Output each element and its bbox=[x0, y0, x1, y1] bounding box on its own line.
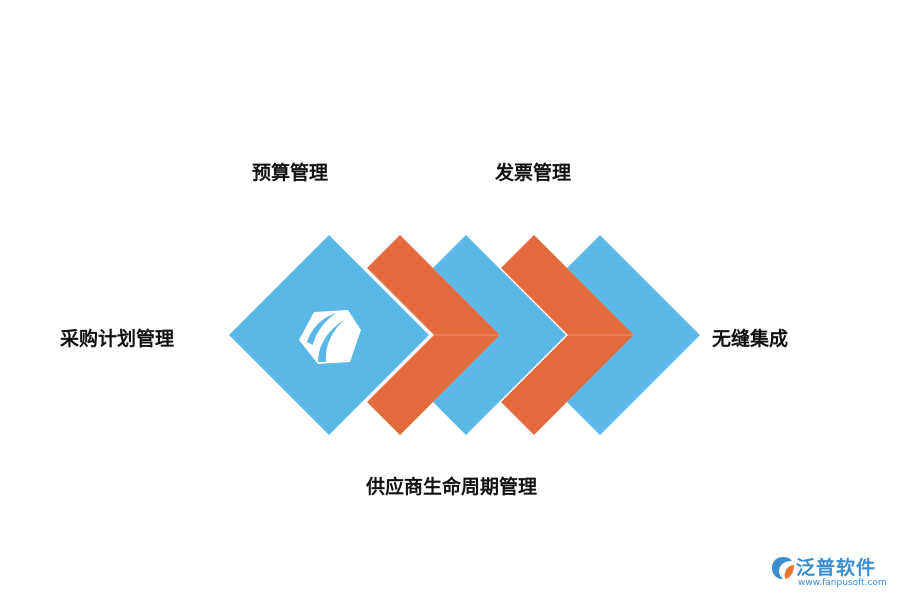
brand-logo-icon bbox=[772, 557, 794, 579]
chevron-blue-2 bbox=[567, 235, 700, 435]
chevron-blue-1 bbox=[433, 235, 566, 435]
chevron-orange-1 bbox=[367, 235, 500, 435]
label-seamless-integration: 无缝集成 bbox=[712, 328, 789, 350]
chevron-orange-2 bbox=[501, 235, 634, 435]
label-invoice-management: 发票管理 bbox=[495, 162, 572, 184]
watermark-url: www.fanpusoft.com bbox=[798, 578, 887, 588]
watermark-brand-name: 泛普软件 bbox=[796, 557, 877, 579]
hexagon-logo-icon bbox=[299, 310, 361, 364]
label-procurement-plan-management: 采购计划管理 bbox=[60, 328, 175, 350]
label-supplier-lifecycle-management: 供应商生命周期管理 bbox=[366, 476, 538, 498]
label-budget-management: 预算管理 bbox=[252, 162, 329, 184]
watermark: 泛普软件 www.fanpusoft.com bbox=[770, 553, 895, 595]
